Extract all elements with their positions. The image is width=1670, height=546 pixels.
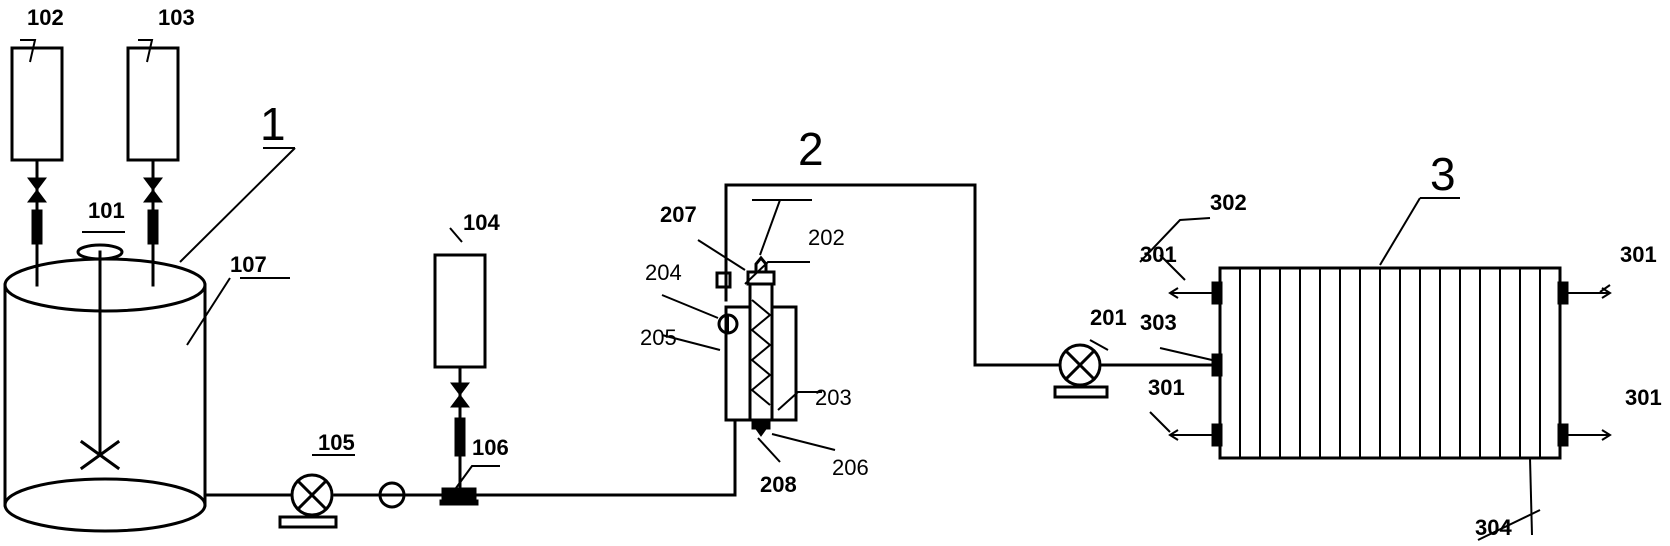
label-301-top-right: 301 — [1620, 242, 1657, 267]
feed-tank-104 — [433, 253, 487, 490]
inline-valve — [378, 481, 406, 509]
label-104: 104 — [463, 210, 500, 235]
leader-lines — [20, 39, 1611, 541]
label-201: 201 — [1090, 305, 1127, 330]
label-203: 203 — [815, 385, 852, 410]
label-207: 207 — [660, 202, 697, 227]
label-202: 202 — [808, 225, 845, 250]
label-301-top-left: 301 — [1140, 242, 1177, 267]
stirrer-101 — [76, 243, 124, 471]
reactor-2 — [715, 255, 798, 437]
label-301-bottom-right: 301 — [1625, 385, 1662, 410]
label-208: 208 — [760, 472, 797, 497]
mixing-tank-1 — [3, 257, 207, 533]
mixer-106 — [439, 487, 479, 506]
pump-105 — [278, 473, 338, 529]
label-301-bottom-left: 301 — [1148, 375, 1185, 400]
label-204: 204 — [645, 260, 682, 285]
label-205: 205 — [640, 325, 677, 350]
label-206: 206 — [832, 455, 869, 480]
port-arrows-301 — [1168, 287, 1612, 441]
membrane-module-3 — [1211, 266, 1569, 460]
label-101: 101 — [88, 198, 125, 223]
label-105: 105 — [318, 430, 355, 455]
pump-201 — [1053, 343, 1109, 399]
label-unit-1: 1 — [260, 98, 286, 150]
label-unit-3: 3 — [1430, 148, 1456, 200]
feed-tank-102 — [10, 46, 64, 287]
feed-tank-103 — [126, 46, 180, 287]
label-303: 303 — [1140, 310, 1177, 335]
label-106: 106 — [472, 435, 509, 460]
label-unit-2: 2 — [798, 123, 824, 175]
label-107: 107 — [230, 252, 267, 277]
label-302: 302 — [1210, 190, 1247, 215]
label-304: 304 — [1475, 515, 1512, 540]
label-102: 102 — [27, 5, 64, 30]
label-103: 103 — [158, 5, 195, 30]
